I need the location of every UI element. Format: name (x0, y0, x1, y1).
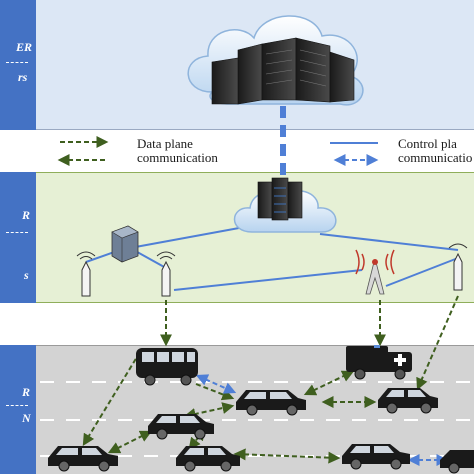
edge-cloud-server-icon (233, 177, 337, 233)
vehicle-layer-side-label: R N (0, 345, 36, 474)
data-plane-legend-label: Data plane communication (137, 137, 218, 165)
car-icon (342, 444, 410, 470)
car-icon (176, 446, 240, 472)
rsu-antenna-icon (76, 251, 96, 297)
cloud-layer-divider (6, 62, 28, 63)
cloud-layer-side-label: ER rs (0, 0, 36, 130)
edge-layer-divider (6, 232, 28, 233)
vehicle-layer-divider (6, 405, 28, 406)
control-plane-legend-arrows (330, 142, 379, 166)
rsu-antenna-icon (448, 243, 468, 291)
edge-server-box-icon (111, 225, 139, 263)
gap-strip (0, 303, 474, 345)
edge-layer-label-2: s (24, 268, 29, 282)
legend-strip (0, 130, 474, 172)
control-plane-dashed-links (195, 374, 449, 466)
edge-layer-label-1: R (22, 208, 31, 222)
control-plane-legend-line2: communicatio (398, 150, 473, 165)
car-icon (48, 446, 118, 472)
rsu-antenna-icon (156, 251, 176, 297)
bus-icon (136, 348, 198, 386)
cloud-layer-label-2: rs (18, 70, 28, 84)
cloud-datacenter-icon (187, 15, 364, 106)
vehicle-layer-label-1: R (22, 385, 31, 399)
car-icon (148, 414, 214, 440)
edge-layer-band (0, 172, 474, 303)
data-plane-legend-line2: communication (137, 150, 218, 165)
car-icon (236, 390, 306, 416)
cloud-layer-label-1: ER (16, 40, 33, 54)
edge-layer-side-label: R s (0, 172, 36, 303)
control-plane-legend-label: Control pla communicatio (398, 137, 472, 165)
vehicle-layer-label-2: N (22, 411, 31, 425)
control-plane-links (85, 225, 459, 291)
base-station-icon (355, 249, 395, 295)
ambulance-icon (346, 345, 412, 380)
car-icon (440, 450, 474, 474)
data-plane-legend-arrows (57, 136, 109, 166)
data-plane-legend-line1: Data plane (137, 136, 193, 151)
car-icon (378, 388, 438, 414)
control-plane-legend-line1: Control pla (398, 136, 457, 151)
